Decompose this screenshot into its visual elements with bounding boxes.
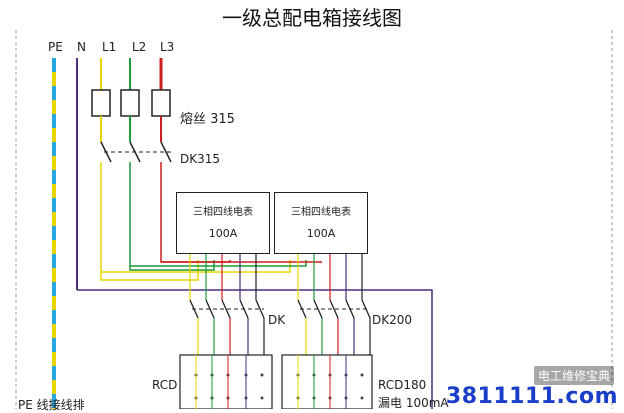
leak-label: 漏电 100mA	[378, 396, 449, 410]
l2-branch-meter2	[130, 260, 307, 267]
line-label-pe: PE	[48, 40, 63, 54]
l1-branch-meter2	[101, 260, 291, 273]
dk-breaker-right	[297, 299, 371, 319]
line-label-l3: L3	[160, 40, 175, 54]
meter-1-name: 三相四线电表	[193, 207, 253, 218]
line-label-l1: L1	[102, 40, 117, 54]
line-label-n: N	[77, 40, 86, 54]
rcd-feed-right	[305, 318, 371, 355]
watermark: 电工维修宝典 3811111.com	[445, 366, 618, 409]
meter-box-1: 三相四线电表 100A	[176, 192, 270, 254]
meter-1-rating: 100A	[208, 227, 238, 240]
pe-bar-label: PE 线接线排	[18, 398, 85, 412]
rcd-box-left	[179, 354, 273, 409]
dk-breaker-left	[189, 299, 265, 319]
watermark-brand: 电工维修宝典	[533, 366, 614, 385]
meter-2-rating: 100A	[306, 227, 336, 240]
dk-label: DK	[268, 313, 286, 327]
watermark-url: 3811111.com	[445, 384, 618, 409]
rcd-label: RCD	[152, 378, 178, 392]
rcd180-label: RCD180	[378, 378, 427, 392]
fuse-l3	[151, 89, 171, 117]
rcd-box-right	[281, 354, 373, 409]
dk315-label: DK315	[180, 152, 221, 166]
fuse-l2	[120, 89, 140, 117]
line-label-l2: L2	[132, 40, 147, 54]
l2-branch	[129, 162, 215, 271]
n-line-bus	[77, 289, 433, 409]
meter-box-2: 三相四线电表 100A	[274, 192, 368, 254]
fuse-label: 熔丝 315	[180, 112, 235, 127]
dk315-blade-l3	[160, 141, 172, 163]
dk200-label: DK200	[372, 313, 413, 327]
fuse-l1	[91, 89, 111, 117]
rcd-feed-left	[197, 318, 265, 355]
rcd-inner-wires	[195, 355, 347, 409]
diagram-title: 一级总配电箱接线图	[222, 6, 402, 30]
meter-2-name: 三相四线电表	[291, 207, 351, 218]
